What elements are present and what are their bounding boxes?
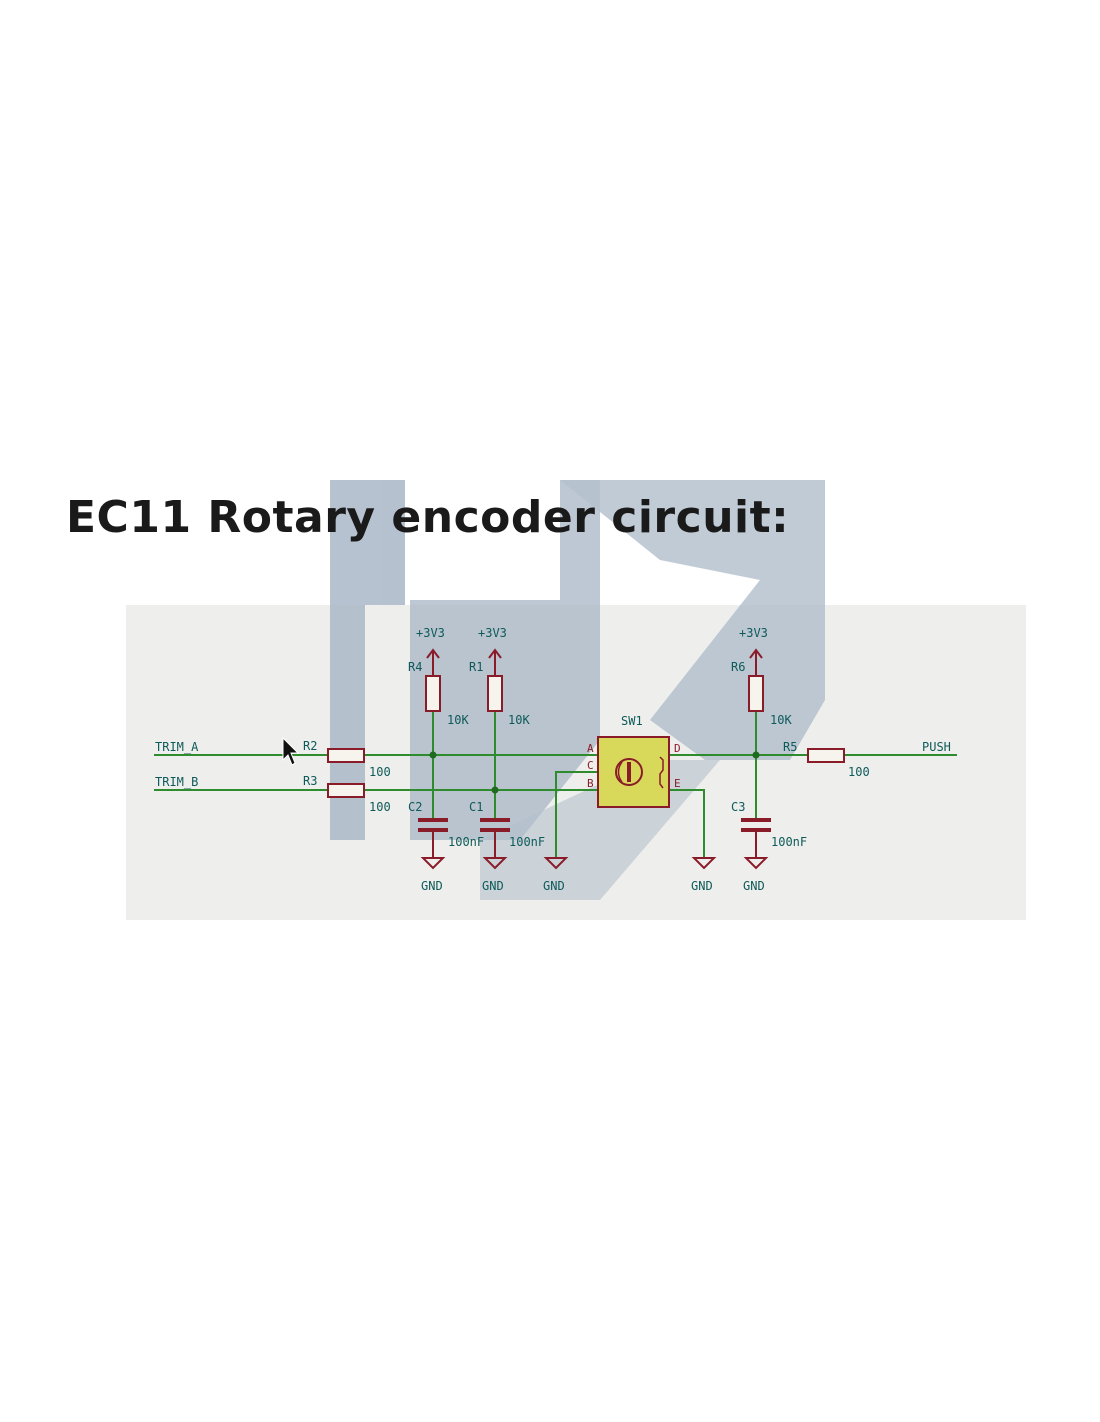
r5-value: 100	[848, 765, 870, 779]
capacitor-c3	[741, 818, 771, 870]
mouse-cursor-icon	[282, 736, 300, 766]
gnd-label-c1: GND	[482, 879, 504, 893]
ground-symbol-sw-e	[691, 857, 717, 870]
pullup-r4	[425, 648, 441, 712]
rotary-encoder-sw1	[597, 736, 670, 808]
sw1-pin-c: C	[587, 759, 594, 772]
c2-value: 100nF	[448, 835, 484, 849]
c1-value: 100nF	[509, 835, 545, 849]
sw1-pin-e: E	[674, 777, 681, 790]
r1-supply-label: +3V3	[478, 626, 507, 640]
sw1-pin-a: A	[587, 742, 594, 755]
capacitor-c1	[480, 818, 510, 870]
gnd-label-sw-e: GND	[691, 879, 713, 893]
resistor-r5	[807, 748, 845, 763]
c3-value: 100nF	[771, 835, 807, 849]
sw1-pin-b: B	[587, 777, 594, 790]
r4-supply-label: +3V3	[416, 626, 445, 640]
c1-ref: C1	[469, 800, 483, 814]
gnd-label-c3: GND	[743, 879, 765, 893]
gnd-label-sw-c: GND	[543, 879, 565, 893]
r4-ref: R4	[408, 660, 422, 674]
resistor-r3	[327, 783, 365, 798]
r6-value: 10K	[770, 713, 792, 727]
c2-ref: C2	[408, 800, 422, 814]
r1-ref: R1	[469, 660, 483, 674]
r3-value: 100	[369, 800, 391, 814]
ground-symbol-sw-c	[543, 857, 569, 870]
pullup-r6	[748, 648, 764, 712]
r6-supply-label: +3V3	[739, 626, 768, 640]
net-label-trim-b: TRIM_B	[155, 775, 198, 789]
r6-ref: R6	[731, 660, 745, 674]
r2-ref: R2	[303, 739, 317, 753]
r3-ref: R3	[303, 774, 317, 788]
r2-value: 100	[369, 765, 391, 779]
gnd-label-c2: GND	[421, 879, 443, 893]
c3-ref: C3	[731, 800, 745, 814]
wires	[154, 711, 957, 858]
r1-value: 10K	[508, 713, 530, 727]
net-label-trim-a: TRIM_A	[155, 740, 199, 754]
sw1-ref: SW1	[621, 714, 643, 728]
capacitor-c2	[418, 818, 448, 870]
sw1-pin-d: D	[674, 742, 681, 755]
pullup-r1	[487, 648, 503, 712]
page-title: EC11 Rotary encoder circuit:	[66, 492, 790, 543]
r4-value: 10K	[447, 713, 469, 727]
net-label-push: PUSH	[922, 740, 951, 754]
r5-ref: R5	[783, 740, 797, 754]
resistor-r2	[327, 748, 365, 763]
